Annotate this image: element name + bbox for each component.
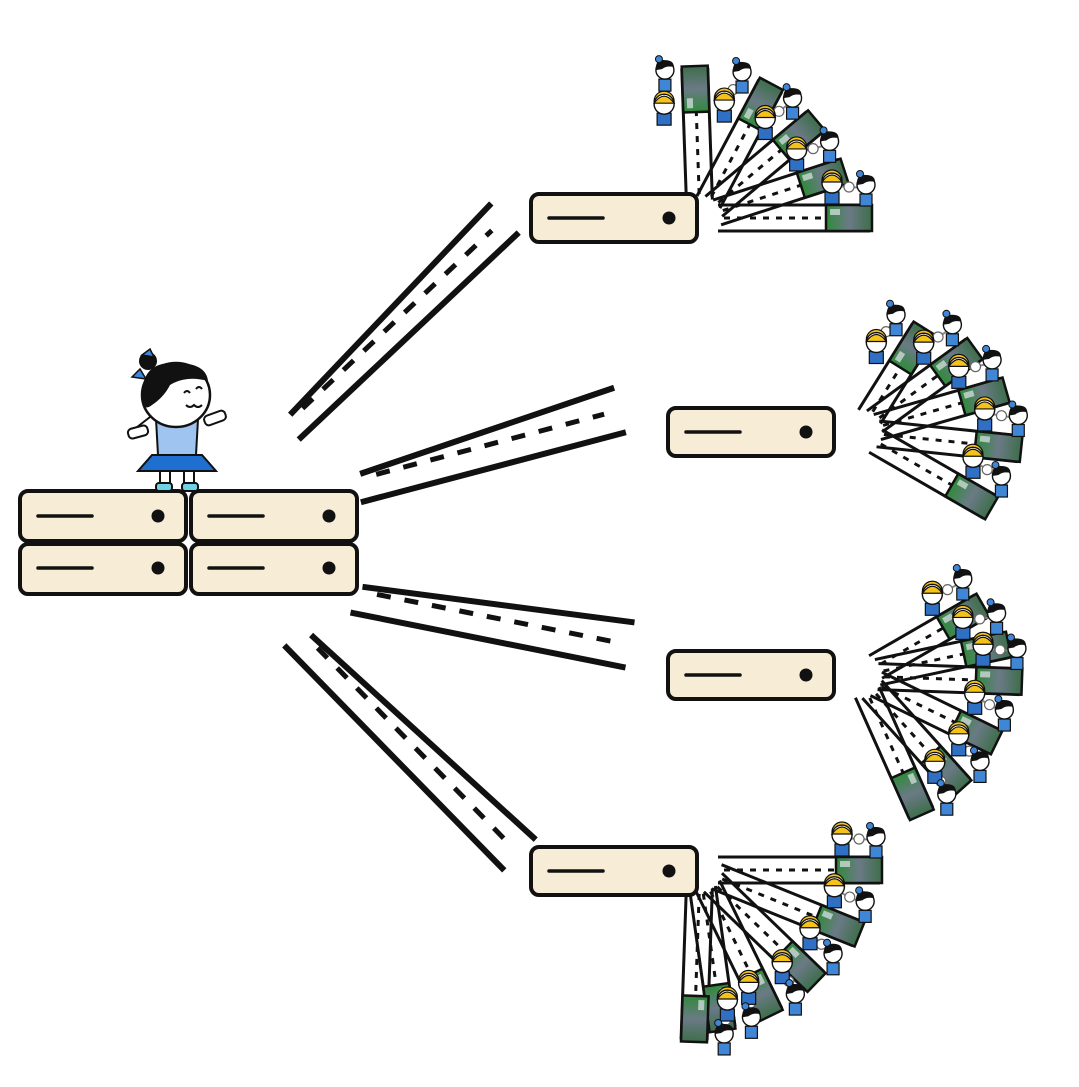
origin-server-cluster xyxy=(20,491,357,594)
girl-mascot xyxy=(867,823,886,859)
boy-mascot xyxy=(975,397,995,431)
cable-connector xyxy=(970,362,980,372)
boy-mascot xyxy=(832,822,852,856)
cable-connector xyxy=(975,614,985,624)
boy-mascot xyxy=(822,170,842,204)
road-edge-line xyxy=(350,613,625,668)
boy-mascot xyxy=(866,330,886,364)
origin-server-unit xyxy=(191,491,357,541)
origin-server-unit xyxy=(191,544,357,594)
girl-mascot xyxy=(987,599,1006,635)
boy-mascot xyxy=(717,987,737,1021)
boy-mascot xyxy=(949,354,969,388)
cable-connector xyxy=(982,465,992,475)
client-pair xyxy=(715,987,738,1055)
cable-connector xyxy=(933,332,943,342)
girl-mascot xyxy=(995,696,1014,732)
girl-mascot xyxy=(820,127,839,163)
girl-mascot xyxy=(655,56,674,92)
edge-server-2 xyxy=(668,408,834,456)
server-led xyxy=(800,669,813,682)
boy-mascot xyxy=(973,632,993,666)
cable-connector xyxy=(943,585,953,595)
client-pair xyxy=(832,822,885,858)
boy-mascot xyxy=(714,88,734,122)
boy-mascot xyxy=(755,105,775,139)
boy-mascot xyxy=(925,749,945,783)
server-led xyxy=(663,865,676,878)
video-screen xyxy=(945,474,998,520)
boy-mascot xyxy=(963,444,983,478)
girl-mascot xyxy=(783,84,802,120)
cable-connector xyxy=(854,834,864,844)
girl-mascot xyxy=(857,171,876,207)
cable-connector xyxy=(996,411,1006,421)
road-edge-line xyxy=(299,233,519,440)
boy-mascot xyxy=(949,722,969,756)
boy-mascot xyxy=(739,970,759,1004)
girl-mascot xyxy=(943,310,962,346)
girl-mascot xyxy=(824,939,843,975)
boy-mascot xyxy=(787,137,807,171)
cable-connector xyxy=(995,645,1005,655)
clients xyxy=(654,56,1027,1055)
cable-connector xyxy=(844,182,854,192)
road-edge-line xyxy=(284,645,504,870)
boy-mascot xyxy=(800,916,820,950)
boy-mascot xyxy=(953,605,973,639)
origin-road xyxy=(350,587,634,668)
road-center-dashes xyxy=(318,648,507,842)
edge-servers xyxy=(531,194,834,895)
video-screen xyxy=(682,66,710,113)
road-edge-line xyxy=(290,203,491,414)
video-screen xyxy=(681,995,709,1042)
girl-mascot xyxy=(1009,401,1028,437)
boy-mascot xyxy=(654,91,674,125)
girl-mascot xyxy=(856,887,875,923)
edge-server-3 xyxy=(668,651,834,699)
road-edge-line xyxy=(311,635,536,840)
cable-connector xyxy=(845,892,855,902)
boy-mascot xyxy=(914,330,934,364)
girl-mascot xyxy=(983,345,1002,381)
client-pair xyxy=(654,56,674,126)
origin-road xyxy=(290,203,519,439)
origin-server-unit xyxy=(20,491,186,541)
girl-mascot xyxy=(1007,634,1026,670)
server-led xyxy=(663,212,676,225)
boy-mascot xyxy=(772,950,792,984)
video-screen xyxy=(826,205,872,231)
origin-server-unit xyxy=(20,544,186,594)
road-center-dashes xyxy=(303,230,492,408)
girl-mascot xyxy=(953,565,972,601)
girl-mascot xyxy=(992,462,1011,498)
boy-mascot xyxy=(922,581,942,615)
origin-road xyxy=(284,635,535,870)
road-edge-line xyxy=(360,388,614,474)
cable-connector xyxy=(808,144,818,154)
boy-mascot xyxy=(824,874,844,908)
girl-mascot xyxy=(127,349,227,491)
cable-connector xyxy=(985,700,995,710)
server-led xyxy=(800,426,813,439)
edge-server-4 xyxy=(531,847,697,895)
client-pair xyxy=(822,170,875,206)
boy-mascot xyxy=(965,680,985,714)
edge-server-1 xyxy=(531,194,697,242)
origin-road xyxy=(360,388,626,502)
